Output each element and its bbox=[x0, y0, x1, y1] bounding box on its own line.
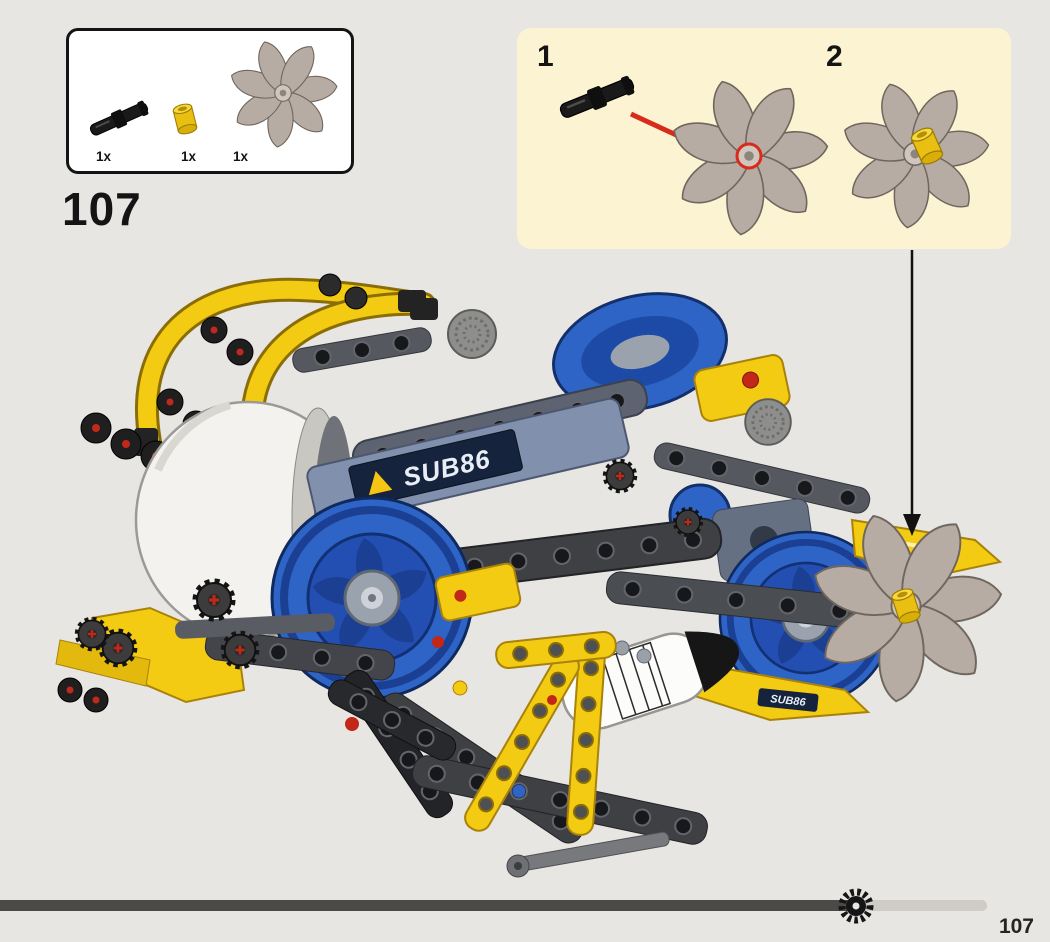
parts-box: 1x 1x 1x bbox=[66, 28, 354, 174]
part-count-propeller: 1x bbox=[233, 149, 249, 164]
gear-icon bbox=[838, 888, 874, 924]
gear-cluster-1 bbox=[605, 461, 635, 491]
warning-triangle-icon bbox=[368, 471, 393, 496]
stand-beams bbox=[327, 630, 708, 878]
submarine-model: SUB86 bbox=[55, 273, 1003, 878]
sub86-small-sticker-text: SUB86 bbox=[770, 693, 807, 709]
red-pins bbox=[345, 636, 557, 731]
yellow-fairing bbox=[434, 562, 522, 622]
substep-graphics bbox=[556, 72, 1011, 249]
part-count-bush: 1x bbox=[181, 149, 197, 164]
top-beam bbox=[292, 327, 432, 373]
lower-left-bracket bbox=[55, 581, 396, 713]
callout-pointer-arrow bbox=[903, 250, 921, 536]
knob-wheel-top bbox=[446, 308, 498, 360]
target-hub-ring bbox=[735, 142, 763, 170]
page-number: 107 bbox=[998, 915, 1034, 938]
step-number: 107 bbox=[62, 183, 142, 235]
flipper-bottom-right: SUB86 bbox=[680, 660, 871, 722]
rear-duct-fan bbox=[552, 292, 728, 412]
substep-1-number: 1 bbox=[537, 40, 554, 73]
gear-cluster-2 bbox=[672, 506, 704, 538]
right-upper-beam bbox=[653, 442, 871, 514]
substep-callout-box: 1 2 bbox=[517, 28, 1011, 249]
part-count-pin: 1x bbox=[96, 149, 112, 164]
knob-wheel-right bbox=[743, 397, 793, 447]
substep-2-number: 2 bbox=[826, 40, 843, 73]
progress-bar-remaining bbox=[853, 900, 987, 911]
sub86-sticker bbox=[348, 429, 523, 508]
progress-bar-filled bbox=[0, 900, 853, 911]
sub86-panel: SUB86 bbox=[306, 397, 630, 527]
